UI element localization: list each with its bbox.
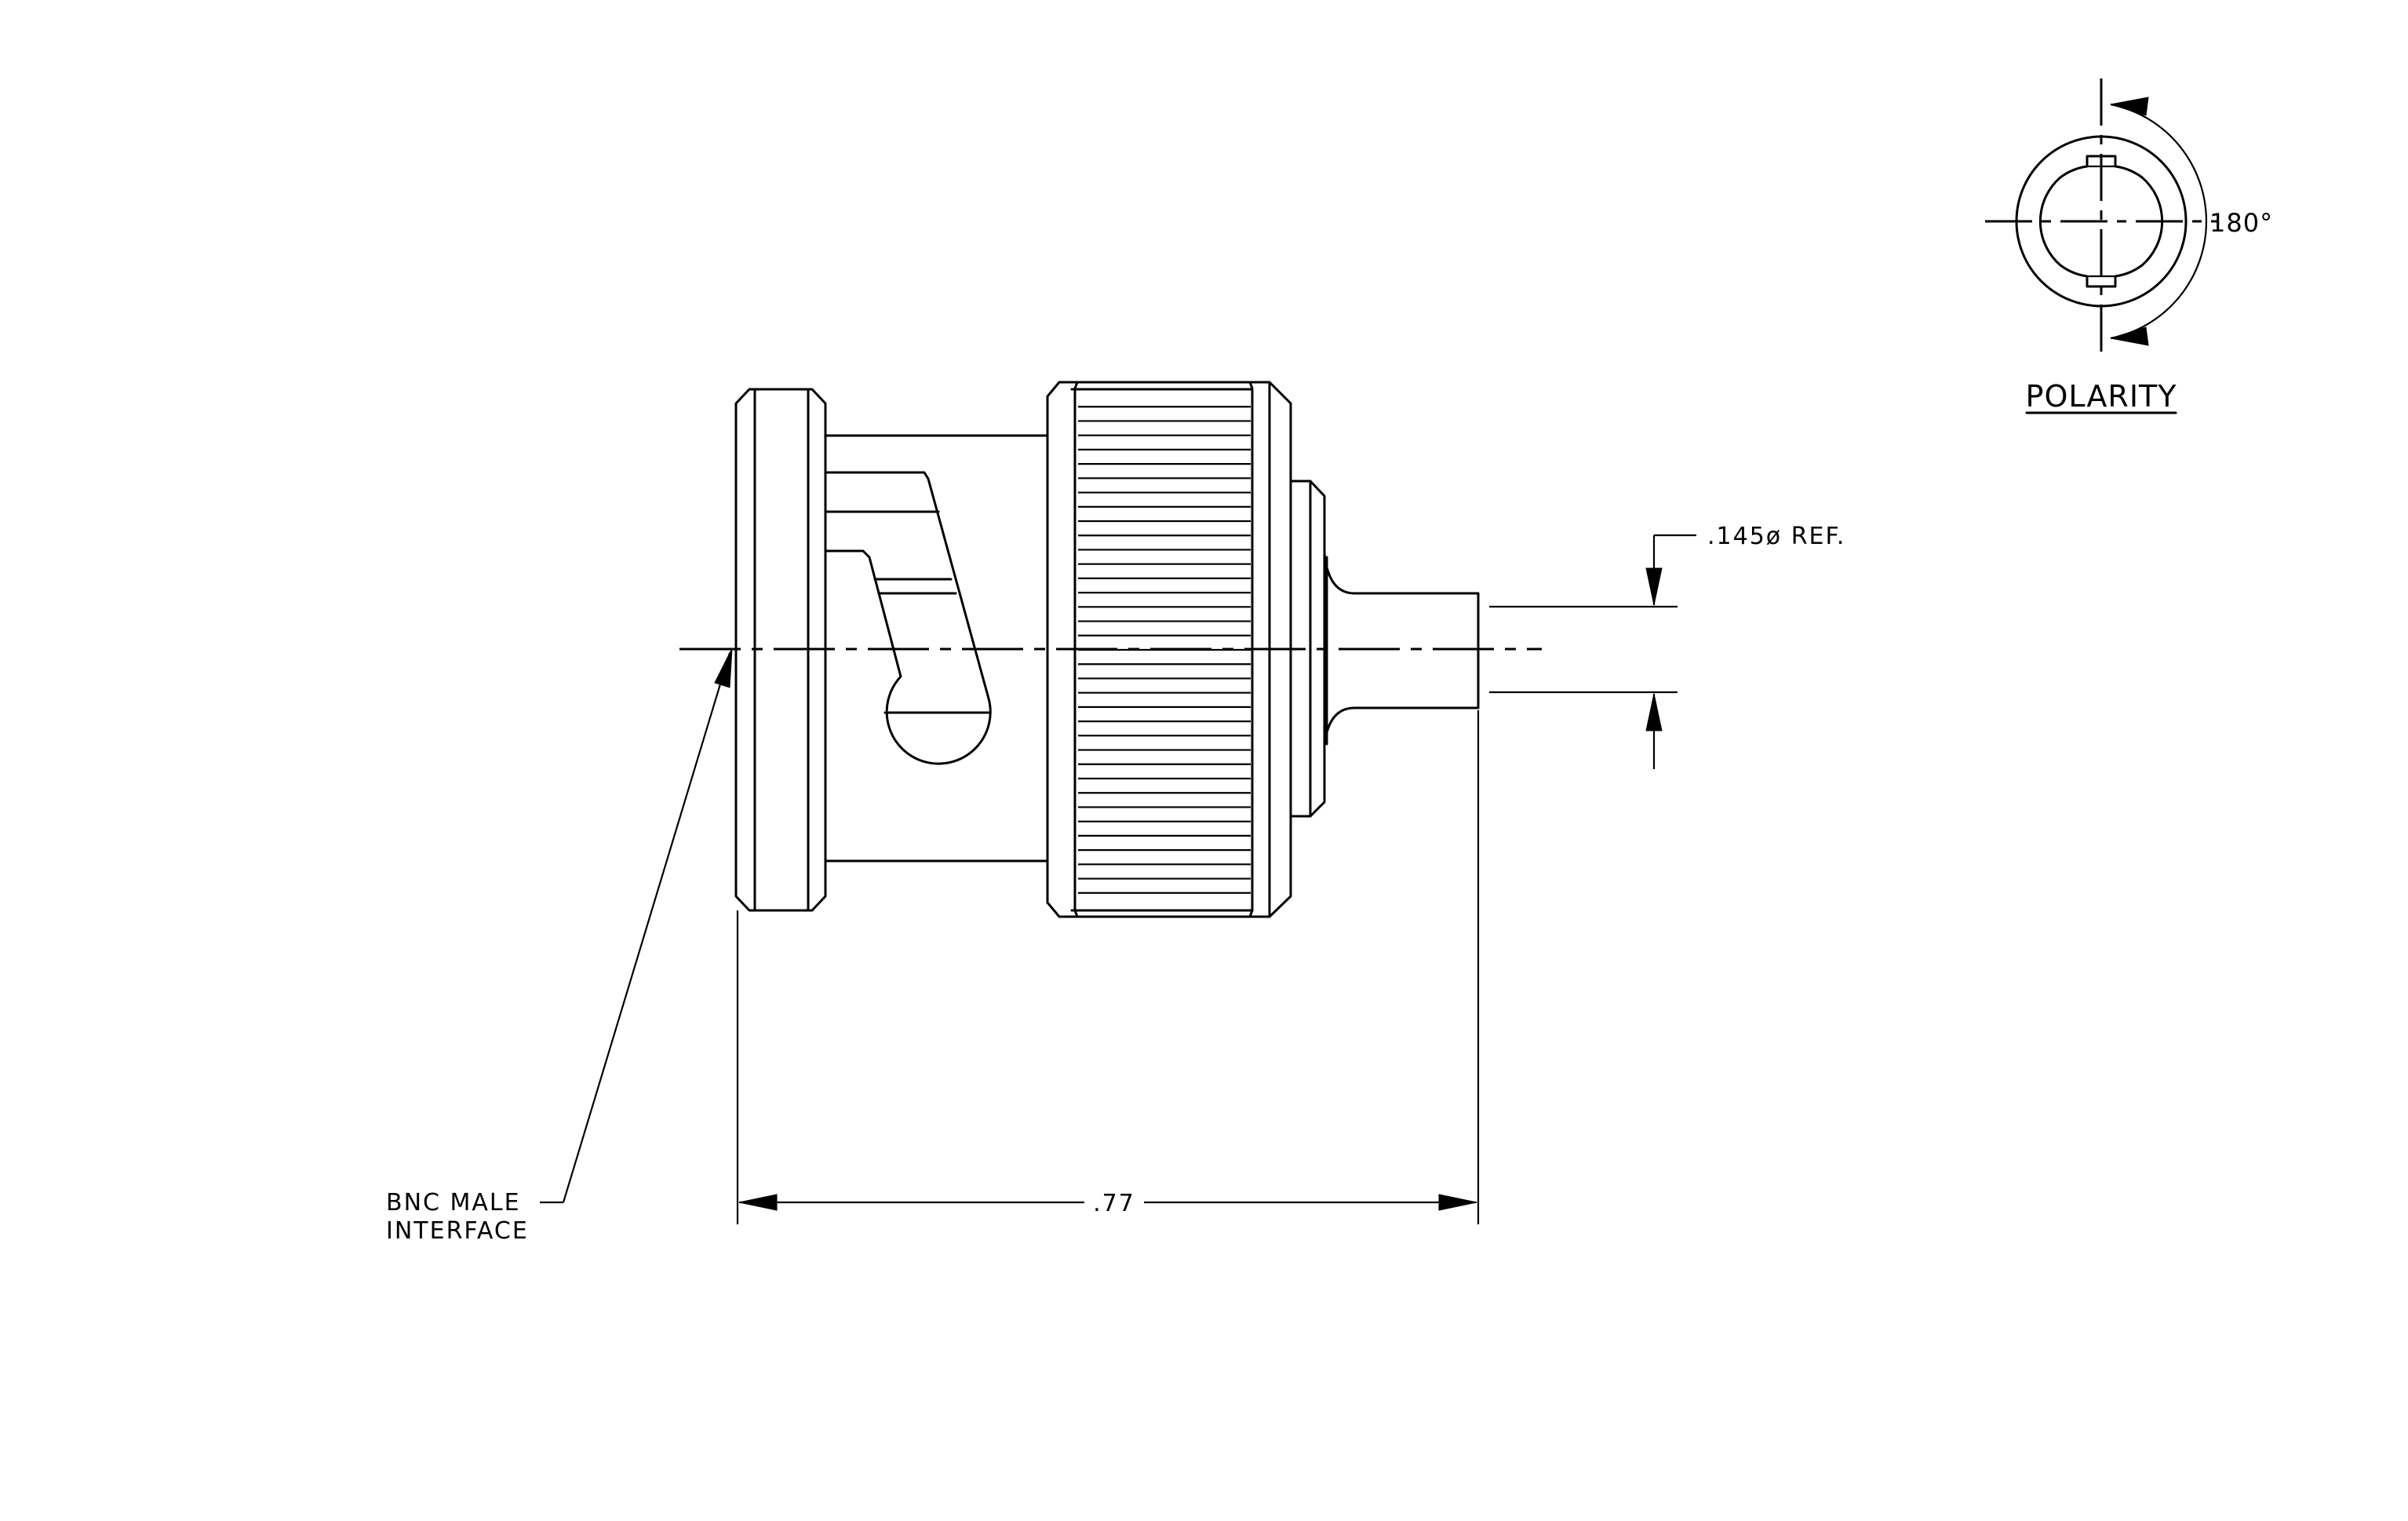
diameter-dim-label: .145ø REF. <box>1707 523 1845 550</box>
diameter-dimension: .145ø REF. <box>1489 523 1845 769</box>
knurl-lines <box>1078 406 1251 894</box>
polarity-view: 180° POLARITY <box>1985 78 2273 414</box>
connector-body <box>824 434 1049 863</box>
polarity-title: POLARITY <box>2026 379 2177 414</box>
rear-ferrule <box>1289 480 1480 818</box>
interface-leader: BNC MALE INTERFACE <box>386 647 733 1245</box>
length-dim-label: .77 <box>1093 1190 1135 1217</box>
length-dimension: .77 <box>736 710 1480 1224</box>
polarity-angle-label: 180° <box>2209 208 2273 238</box>
front-flange <box>734 388 827 912</box>
interface-label-line2: INTERFACE <box>386 1217 529 1245</box>
interface-label-line1: BNC MALE <box>386 1189 521 1216</box>
coupling-nut <box>1046 381 1292 918</box>
